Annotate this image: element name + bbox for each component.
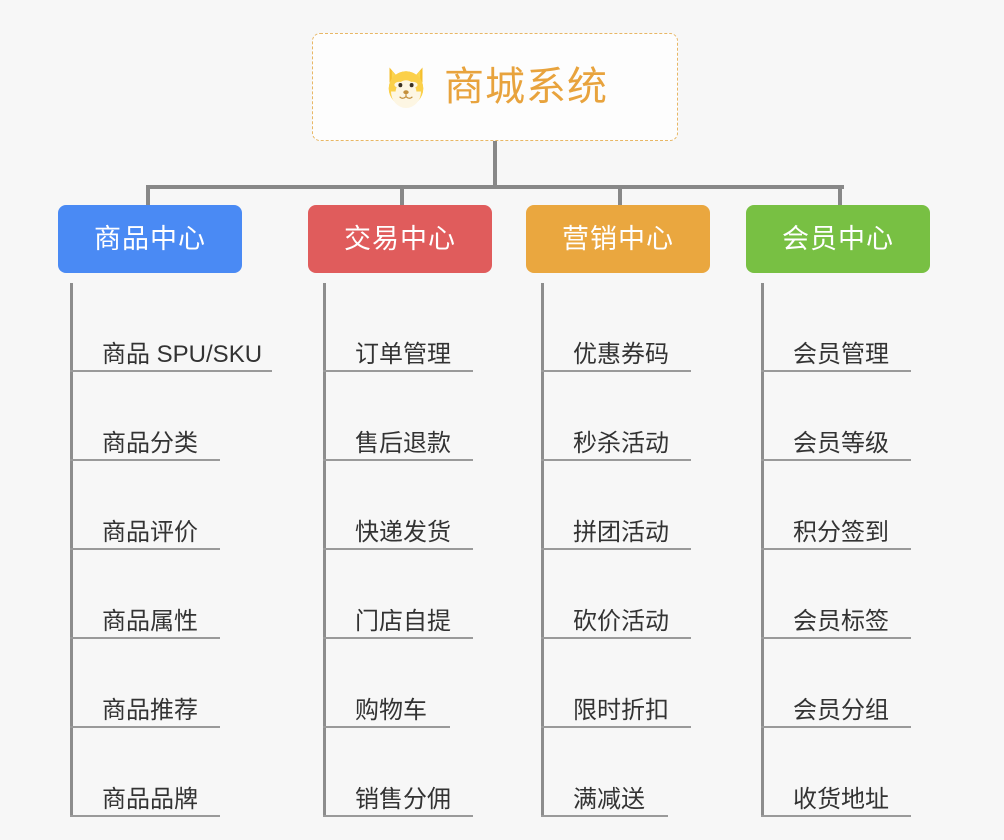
leaf-item-rule xyxy=(323,548,473,550)
leaf-item-label: 拼团活动 xyxy=(573,519,669,546)
leaf-item[interactable]: 商品分类 xyxy=(70,372,262,461)
connector-drop-product-center xyxy=(146,185,150,205)
leaf-item-label: 售后退款 xyxy=(355,430,451,457)
category-label-product-center: 商品中心 xyxy=(94,223,206,254)
connector-root-drop xyxy=(493,141,497,187)
leaf-item-label: 秒杀活动 xyxy=(573,430,669,457)
leaf-item-rule xyxy=(323,370,473,372)
category-box-marketing-center[interactable]: 营销中心 xyxy=(526,205,710,273)
leaf-item-rule xyxy=(323,459,473,461)
leaf-item-label: 限时折扣 xyxy=(573,697,669,724)
leaf-column-product-center: 商品 SPU/SKU 商品分类商品评价商品属性商品推荐商品品牌 xyxy=(70,283,272,817)
leaf-item-rule xyxy=(761,815,911,817)
leaf-item-rule xyxy=(761,459,911,461)
leaf-item[interactable]: 订单管理 xyxy=(323,283,473,372)
connector-drop-marketing-center xyxy=(618,185,622,205)
leaf-item-rule xyxy=(541,370,691,372)
connector-spine-product-center xyxy=(70,283,73,817)
leaf-item-label: 积分签到 xyxy=(793,519,889,546)
leaf-item[interactable]: 拼团活动 xyxy=(541,461,691,550)
connector-drop-member-center xyxy=(838,185,842,205)
leaf-item-rule xyxy=(323,726,450,728)
leaf-item-rule xyxy=(323,637,473,639)
leaf-item-label: 销售分佣 xyxy=(355,786,451,813)
leaf-item-label: 会员等级 xyxy=(793,430,889,457)
leaf-item-rule xyxy=(761,370,911,372)
leaf-item-rule xyxy=(541,548,691,550)
leaf-item-rule xyxy=(70,548,220,550)
connector-spine-marketing-center xyxy=(541,283,544,817)
dog-face-icon xyxy=(388,67,424,108)
root-node-mall-system[interactable]: 商城系统 xyxy=(312,33,678,141)
leaf-item-rule xyxy=(70,459,220,461)
leaf-item[interactable]: 限时折扣 xyxy=(541,639,691,728)
leaf-item-label: 优惠券码 xyxy=(573,341,669,368)
leaf-item-rule xyxy=(70,370,272,372)
category-label-member-center: 会员中心 xyxy=(782,223,894,254)
leaf-item-label: 会员标签 xyxy=(793,608,889,635)
leaf-item-label: 商品属性 xyxy=(102,608,198,635)
leaf-item[interactable]: 积分签到 xyxy=(761,461,911,550)
category-label-trade-center: 交易中心 xyxy=(344,223,456,254)
category-box-product-center[interactable]: 商品中心 xyxy=(58,205,242,273)
leaf-item-label: 会员分组 xyxy=(793,697,889,724)
connector-spine-trade-center xyxy=(323,283,326,817)
leaf-item-rule xyxy=(70,726,220,728)
leaf-item-rule xyxy=(761,637,911,639)
leaf-item[interactable]: 秒杀活动 xyxy=(541,372,691,461)
leaf-item-rule xyxy=(541,637,691,639)
leaf-item-rule xyxy=(70,637,220,639)
leaf-item[interactable]: 商品 SPU/SKU xyxy=(70,283,272,372)
leaf-item-label: 购物车 xyxy=(355,697,427,724)
leaf-item-label: 快递发货 xyxy=(355,519,451,546)
leaf-item[interactable]: 商品评价 xyxy=(70,461,262,550)
leaf-item[interactable]: 销售分佣 xyxy=(323,728,473,817)
leaf-item-rule xyxy=(323,815,473,817)
leaf-item-label: 商品分类 xyxy=(102,430,198,457)
leaf-item[interactable]: 商品属性 xyxy=(70,550,262,639)
leaf-column-trade-center: 订单管理售后退款快递发货门店自提购物车销售分佣 xyxy=(323,283,473,817)
leaf-column-marketing-center: 优惠券码秒杀活动拼团活动砍价活动限时折扣满减送 xyxy=(541,283,691,817)
leaf-item-label: 满减送 xyxy=(573,786,645,813)
leaf-item[interactable]: 优惠券码 xyxy=(541,283,691,372)
leaf-item[interactable]: 砍价活动 xyxy=(541,550,691,639)
category-box-member-center[interactable]: 会员中心 xyxy=(746,205,930,273)
leaf-item[interactable]: 会员管理 xyxy=(761,283,911,372)
leaf-item-rule xyxy=(761,548,911,550)
leaf-item[interactable]: 会员标签 xyxy=(761,550,911,639)
leaf-item[interactable]: 会员分组 xyxy=(761,639,911,728)
leaf-column-member-center: 会员管理会员等级积分签到会员标签会员分组收货地址 xyxy=(761,283,911,817)
leaf-item[interactable]: 快递发货 xyxy=(323,461,473,550)
leaf-item[interactable]: 满减送 xyxy=(541,728,669,817)
leaf-item[interactable]: 商品品牌 xyxy=(70,728,262,817)
leaf-item-rule xyxy=(761,726,911,728)
leaf-item-label: 会员管理 xyxy=(793,341,889,368)
connector-horizontal-bus xyxy=(148,185,844,189)
leaf-item-rule xyxy=(541,459,691,461)
leaf-item[interactable]: 售后退款 xyxy=(323,372,473,461)
leaf-item-label: 收货地址 xyxy=(793,786,889,813)
connector-spine-member-center xyxy=(761,283,764,817)
leaf-item-label: 砍价活动 xyxy=(573,608,669,635)
leaf-item[interactable]: 购物车 xyxy=(323,639,451,728)
leaf-item-label: 商品推荐 xyxy=(102,697,198,724)
leaf-item-rule xyxy=(70,815,220,817)
leaf-item[interactable]: 收货地址 xyxy=(761,728,911,817)
leaf-item-rule xyxy=(541,726,691,728)
leaf-item[interactable]: 门店自提 xyxy=(323,550,473,639)
leaf-item-label: 商品评价 xyxy=(102,519,198,546)
category-label-marketing-center: 营销中心 xyxy=(562,223,674,254)
category-box-trade-center[interactable]: 交易中心 xyxy=(308,205,492,273)
leaf-item[interactable]: 会员等级 xyxy=(761,372,911,461)
connector-drop-trade-center xyxy=(400,185,404,205)
leaf-item-label: 订单管理 xyxy=(355,341,451,368)
leaf-item-label: 商品品牌 xyxy=(102,786,198,813)
leaf-item-label: 商品 SPU/SKU xyxy=(102,341,263,368)
leaf-item[interactable]: 商品推荐 xyxy=(70,639,262,728)
leaf-item-label: 门店自提 xyxy=(355,608,451,635)
root-node-label: 商城系统 xyxy=(444,65,608,109)
leaf-item-rule xyxy=(541,815,668,817)
